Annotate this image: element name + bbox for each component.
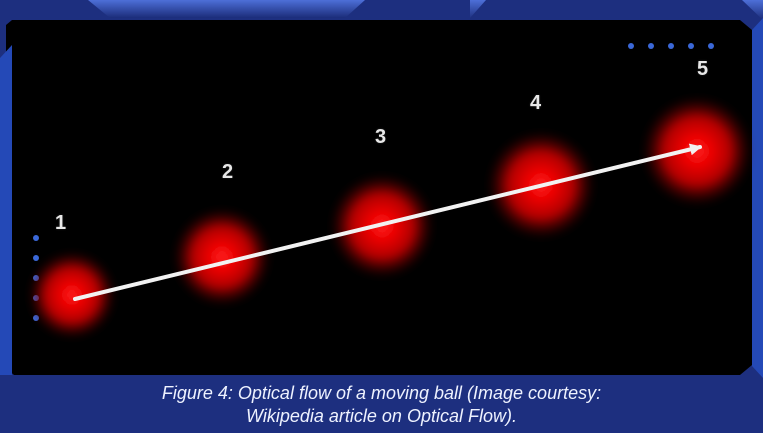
optical-flow-arrow: [73, 143, 702, 301]
left-frame-edge: [0, 45, 12, 375]
ball-frame-2: [173, 208, 271, 306]
decorative-dot: [628, 43, 634, 49]
decorative-dot: [668, 43, 674, 49]
ball-frame-1: [28, 251, 116, 339]
top-left-frame-tab: [88, 0, 365, 18]
decorative-dot: [33, 255, 39, 261]
decorative-dot: [708, 43, 714, 49]
decorative-dot: [33, 235, 39, 241]
caption-line-2: Wikipedia article on Optical Flow).: [246, 406, 517, 426]
decorative-dot: [688, 43, 694, 49]
top-right-dot-row: [628, 43, 714, 49]
ball-label-2: 2: [222, 161, 234, 183]
ball-frame-5: [642, 96, 752, 206]
right-frame-edge: [752, 18, 763, 378]
caption-line-1: Figure 4: Optical flow of a moving ball …: [161, 383, 602, 403]
ball-label-4: 4: [530, 92, 542, 114]
ball-label-1: 1: [55, 212, 67, 234]
decorative-dot: [648, 43, 654, 49]
moving-ball-frames: [28, 96, 752, 339]
ball-label-3: 3: [375, 126, 387, 148]
figure-caption: Figure 4: Optical flow of a moving ball …: [95, 382, 668, 428]
ball-label-5: 5: [697, 58, 709, 80]
